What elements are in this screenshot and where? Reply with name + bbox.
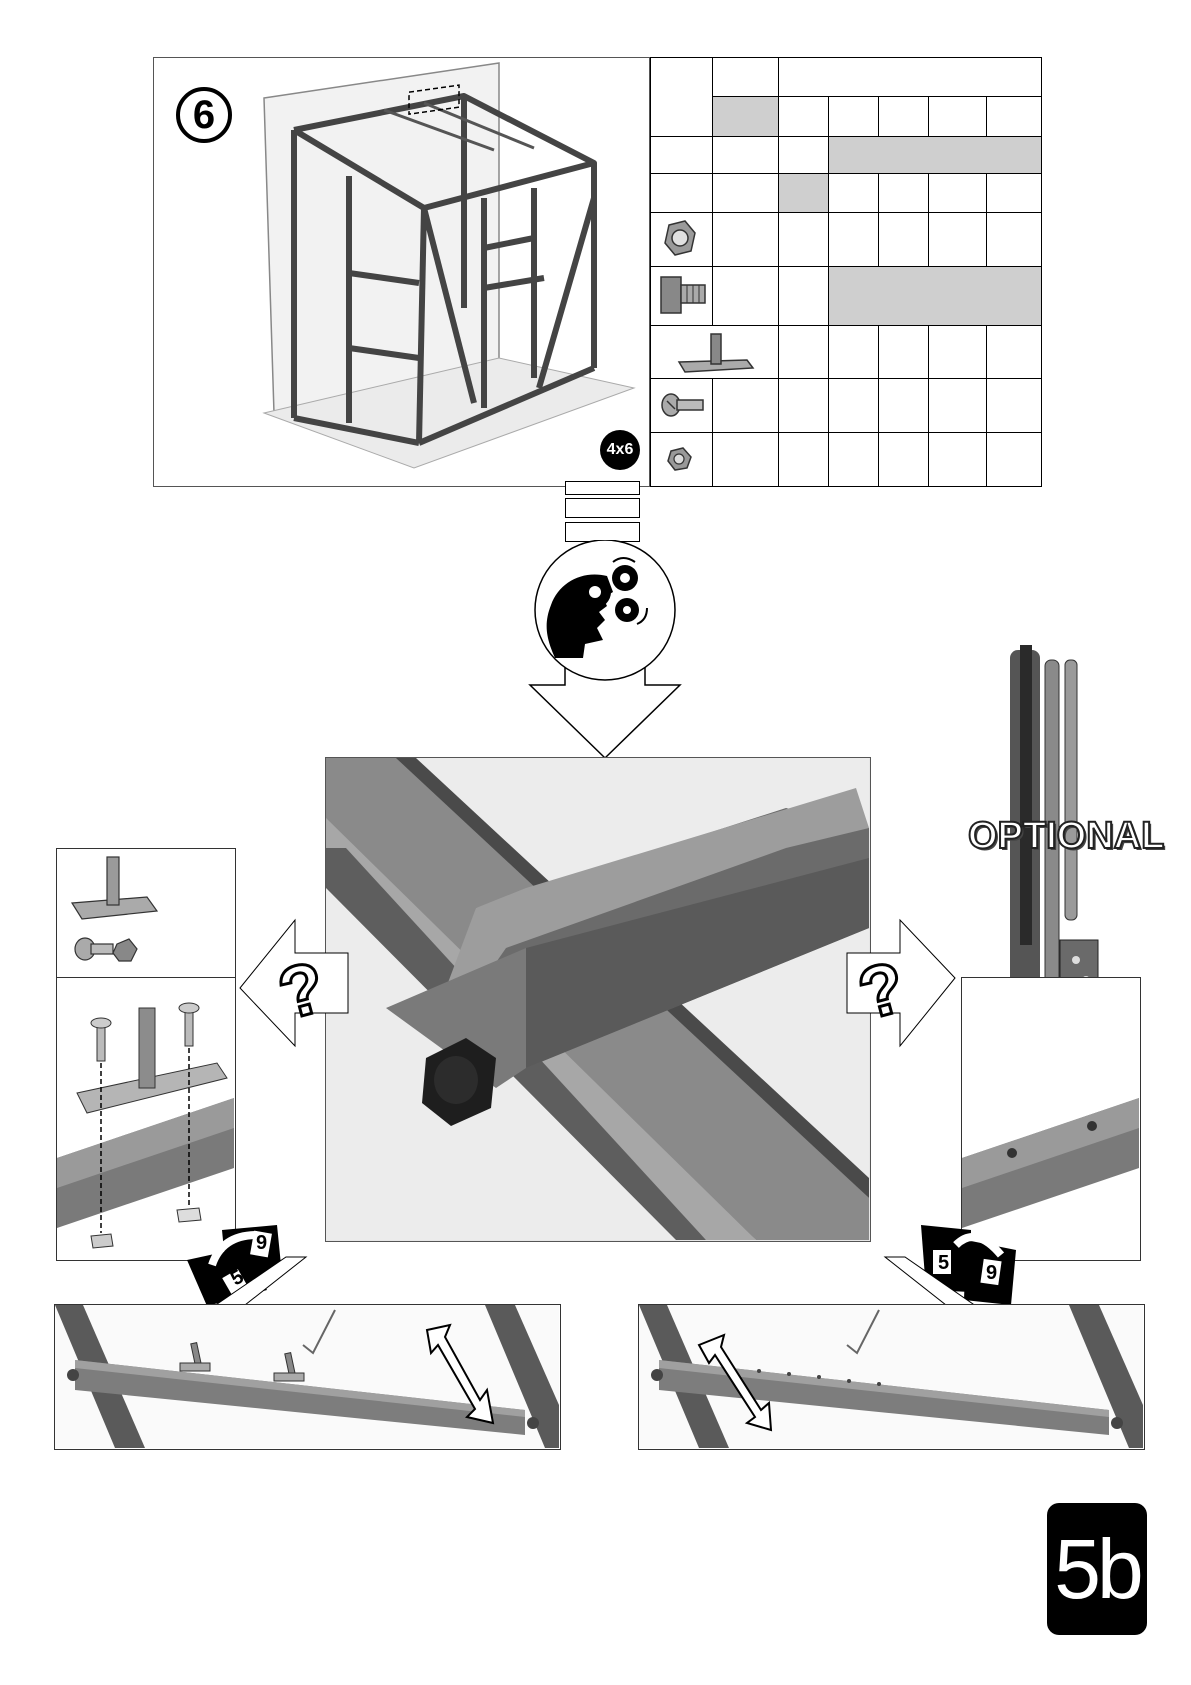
pin-plate-assembly-illustration — [57, 978, 234, 1259]
optional-label: OPTIONAL — [968, 815, 1164, 858]
table-cell — [712, 378, 779, 433]
table-cell — [986, 325, 1042, 379]
table-cell — [650, 173, 713, 213]
table-cell — [986, 432, 1042, 487]
joint-detail-illustration — [326, 758, 869, 1240]
step-number: 6 — [176, 87, 232, 143]
think-arrow — [525, 540, 685, 760]
table-cell — [712, 266, 779, 326]
blank-strip — [565, 481, 640, 495]
table-gray-cell — [828, 266, 1042, 326]
table-cell — [986, 173, 1042, 213]
table-cell — [778, 266, 829, 326]
table-cell — [828, 212, 879, 267]
table-cell — [878, 212, 929, 267]
hinge-mount-illustration — [962, 978, 1139, 1259]
table-cell — [928, 325, 987, 379]
table-gray-cell — [712, 96, 779, 137]
table-cell — [778, 212, 829, 267]
table-cell — [928, 378, 987, 433]
table-cell — [928, 432, 987, 487]
crossbar-plain-panel — [638, 1304, 1145, 1450]
small-nut-icon — [651, 433, 711, 485]
square-head-bolt-icon-cell — [650, 266, 713, 326]
table-cell — [828, 96, 879, 137]
table-cell — [778, 378, 829, 433]
table-cell — [778, 96, 829, 137]
square-head-bolt-icon — [651, 267, 711, 325]
table-cell — [712, 136, 779, 174]
hardware-parts-illustration — [57, 849, 234, 976]
table-gray-cell — [828, 136, 1042, 174]
table-cell — [828, 432, 879, 487]
booklet-left-page-b: 9 — [256, 1232, 267, 1255]
page-number-badge: 5b — [1047, 1503, 1147, 1635]
table-cell — [986, 96, 1042, 137]
table-cell — [778, 136, 829, 174]
hinge-mount-inset — [961, 977, 1141, 1261]
joint-detail-panel — [325, 757, 871, 1242]
crossbar-plain-illustration — [639, 1305, 1143, 1448]
blank-strip — [565, 522, 640, 542]
parts-table — [650, 57, 1042, 487]
table-cell — [986, 212, 1042, 267]
table-header-span-cell — [778, 57, 1042, 97]
small-nut-icon-cell — [650, 432, 713, 487]
hardware-inset — [56, 848, 236, 978]
table-cell — [828, 325, 879, 379]
table-cell — [878, 96, 929, 137]
table-cell — [650, 136, 713, 174]
quantity-badge: 4x6 — [600, 430, 640, 470]
table-cell — [928, 173, 987, 213]
table-cell — [778, 432, 829, 487]
blank-strip — [565, 498, 640, 518]
table-cell — [712, 212, 779, 267]
table-cell — [878, 173, 929, 213]
table-cell — [986, 378, 1042, 433]
table-cell — [778, 325, 829, 379]
table-cell — [928, 96, 987, 137]
table-cell — [712, 432, 779, 487]
countersunk-screw-icon — [651, 379, 711, 431]
pin-plate-icon — [651, 326, 777, 378]
table-cell — [828, 378, 879, 433]
crossbar-with-pins-panel — [54, 1304, 561, 1450]
nut-icon-cell — [650, 212, 713, 267]
table-cell — [928, 212, 987, 267]
table-cell — [878, 378, 929, 433]
pin-plate-assembly-inset — [56, 977, 236, 1261]
pin-plate-icon-cell — [650, 325, 779, 379]
table-header-cell — [712, 57, 779, 97]
crossbar-with-pins-illustration — [55, 1305, 559, 1448]
table-cell — [712, 173, 779, 213]
table-cell — [878, 325, 929, 379]
nut-icon — [651, 213, 711, 265]
table-gray-cell — [778, 173, 829, 213]
countersunk-screw-icon-cell — [650, 378, 713, 433]
table-cell — [878, 432, 929, 487]
table-cell — [828, 173, 879, 213]
table-corner-cell — [650, 57, 713, 137]
